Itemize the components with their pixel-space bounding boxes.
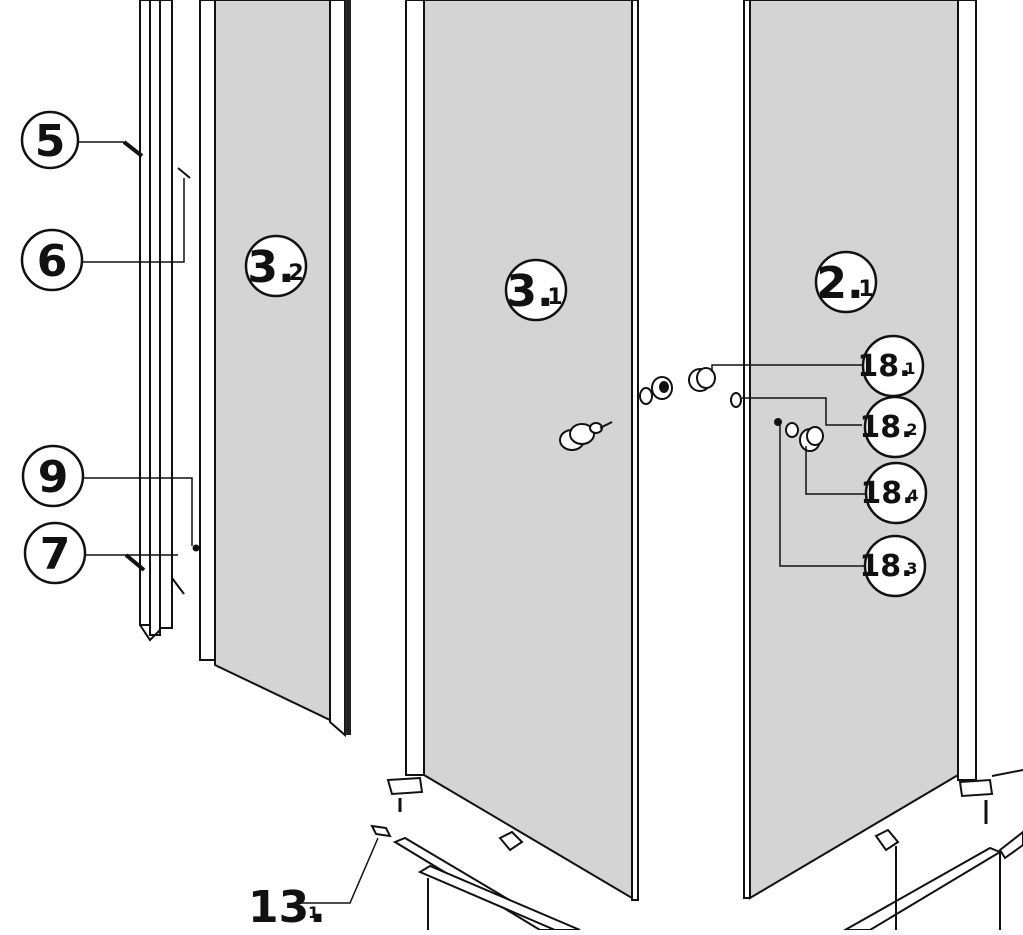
callout-18-2-main: 18.: [859, 410, 912, 445]
glass-panel-3-1: [405, 0, 639, 901]
callout-9-label: 9: [38, 452, 69, 503]
callout-18-2: 18. 2: [859, 395, 927, 459]
callout-18-2-sub: 2: [906, 420, 917, 439]
callout-7-label: 7: [40, 529, 71, 580]
bottom-track-right: [841, 830, 1023, 931]
screw-part-5: [122, 140, 144, 158]
wall-profile: [139, 0, 173, 642]
floor-block-left: [498, 830, 524, 852]
callout-2-1-main: 2.: [816, 258, 863, 309]
callout-7: 7: [23, 521, 87, 585]
callout-13-1: 13. 1: [248, 882, 326, 933]
knob-hardware-right: [730, 392, 824, 452]
callout-18-1-main: 18.: [857, 349, 910, 384]
glass-panel-3-2: [199, 0, 351, 738]
callout-18-4-main: 18.: [860, 476, 913, 511]
screw-part-7: [124, 553, 185, 595]
leader-lines: [77, 141, 866, 904]
bottom-hinge-left: [386, 776, 424, 812]
glass-panel-2-1: [743, 0, 977, 900]
callout-18-1-sub: 1: [904, 359, 915, 378]
callout-3-2-sub: 2: [288, 261, 303, 286]
screw-part-6: [177, 167, 191, 179]
callout-3-1: 3. 1: [504, 258, 568, 322]
callout-3-1-main: 3.: [506, 266, 553, 317]
callout-3-2: 3. 2: [244, 234, 308, 298]
callout-18-3-main: 18.: [859, 549, 912, 584]
callout-3-1-sub: 1: [547, 285, 562, 310]
callout-18-3-sub: 3: [906, 559, 917, 578]
callout-5: 5: [20, 110, 80, 170]
callout-6: 6: [20, 228, 84, 292]
bottom-hinge-right: [958, 769, 1023, 824]
callout-13-1-main: 13.: [248, 882, 326, 930]
knob-hardware-center: [639, 367, 716, 405]
callout-5-label: 5: [35, 116, 66, 167]
callout-13-1-sub: 1: [308, 903, 319, 922]
end-cap-13-1: [370, 824, 392, 838]
plug-part-9: [192, 544, 200, 552]
callout-6-label: 6: [37, 236, 68, 287]
callout-18-4: 18. 4: [860, 461, 928, 525]
floor-block-right: [874, 828, 900, 930]
callout-2-1: 2. 1: [814, 250, 878, 314]
callout-2-1-sub: 1: [858, 277, 873, 302]
callout-9: 9: [21, 444, 85, 508]
knob-hardware-left: [559, 421, 613, 451]
callout-18-4-sub: 4: [907, 486, 918, 505]
callout-3-2-main: 3.: [247, 242, 294, 293]
callout-18-3: 18. 3: [859, 534, 927, 598]
